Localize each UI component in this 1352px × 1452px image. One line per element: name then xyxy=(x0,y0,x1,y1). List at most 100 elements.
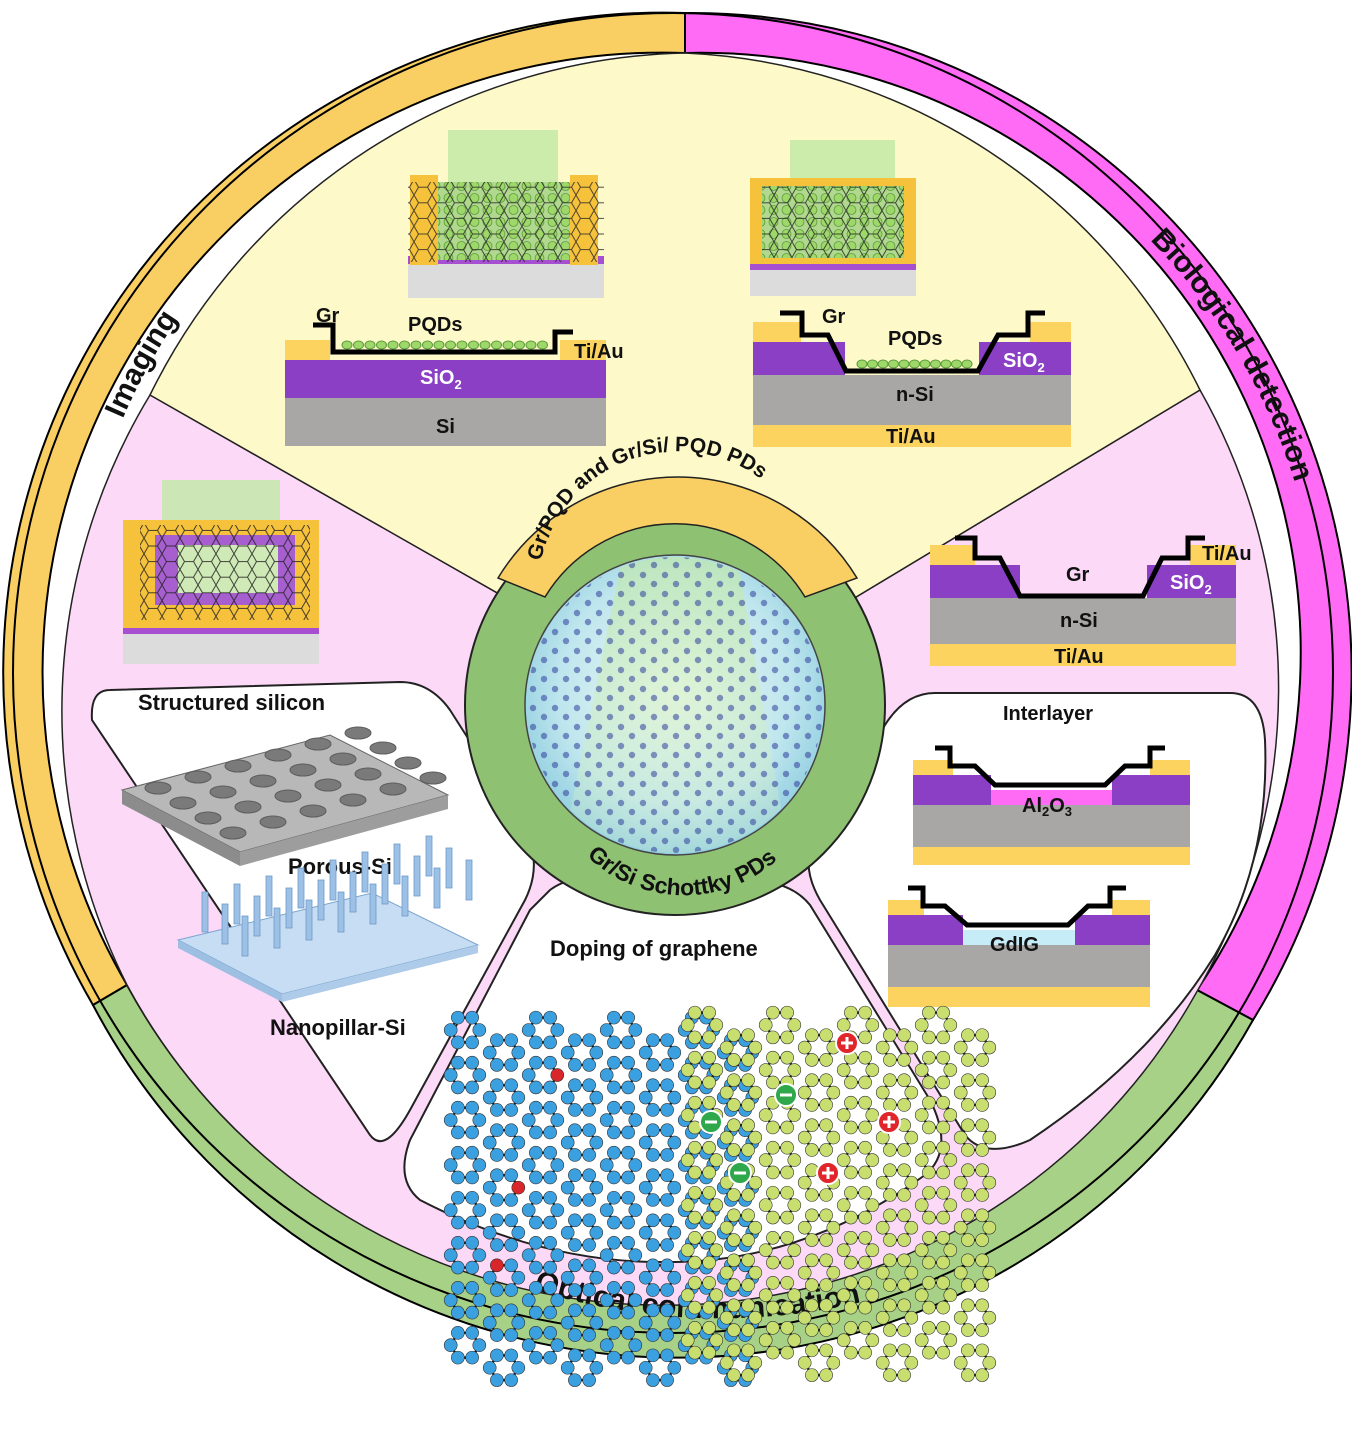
carbon-atom xyxy=(667,1315,682,1330)
carbon-atom xyxy=(961,1323,975,1337)
carbon-atom xyxy=(702,1030,716,1045)
carbon-atom xyxy=(780,1140,794,1155)
carbon-atom xyxy=(787,1243,802,1257)
carbon-atom xyxy=(975,1368,989,1382)
carbon-atom xyxy=(897,1143,911,1157)
carbon-atom xyxy=(529,1305,543,1320)
carbon-atom xyxy=(805,1323,819,1337)
carbon-atom xyxy=(582,1213,596,1228)
carbon-atom xyxy=(504,1168,518,1183)
carbon-atom xyxy=(511,1315,526,1330)
carbon-atom xyxy=(975,1323,989,1337)
carbon-atom xyxy=(914,1333,929,1348)
carbon-atom xyxy=(766,1120,780,1135)
carbon-atom xyxy=(819,1118,833,1132)
pqd-dots-right xyxy=(856,359,973,369)
carbon-atom xyxy=(543,1035,557,1050)
carbon-atom xyxy=(680,1243,695,1257)
carbon-atom xyxy=(451,1215,465,1230)
carbon-atom xyxy=(780,1050,794,1065)
carbon-atom xyxy=(582,1123,596,1137)
carbon-atom xyxy=(727,1098,741,1112)
carbon-atom xyxy=(550,1338,565,1353)
carbon-atom xyxy=(680,1153,695,1167)
carbon-atom xyxy=(543,1055,557,1070)
carbon-atom xyxy=(904,1130,919,1145)
carbon-atom xyxy=(961,1278,975,1292)
carbon-atom xyxy=(741,1073,755,1087)
carbon-atom xyxy=(975,1278,989,1292)
pore xyxy=(184,770,212,784)
doping-panel: Doping of graphene xyxy=(403,877,997,1387)
carbon-atom xyxy=(504,1258,518,1273)
carbon-atom xyxy=(646,1058,660,1072)
carbon-atom xyxy=(646,1213,660,1228)
carbon-atom xyxy=(472,1338,487,1353)
carbon-atom xyxy=(982,1265,997,1280)
carbon-atom xyxy=(550,1023,565,1037)
carbon-atom xyxy=(922,1255,936,1270)
carbon-atom xyxy=(936,1230,950,1245)
carbon-atom xyxy=(472,1293,487,1307)
carbon-atom xyxy=(680,1108,695,1122)
carbon-atom xyxy=(688,1095,702,1110)
carbon-atom xyxy=(858,1321,872,1335)
tl-gr-label: Gr xyxy=(316,305,340,327)
carbon-atom xyxy=(943,1108,958,1122)
carbon-atom xyxy=(865,1288,880,1302)
carbon-atom xyxy=(465,1010,479,1025)
carbon-atom xyxy=(451,1080,465,1095)
carbon-atom xyxy=(953,1355,968,1370)
carbon-atom xyxy=(607,1305,621,1320)
carbon-atom xyxy=(975,1028,989,1042)
plus-bar xyxy=(887,1116,891,1128)
carbon-atom xyxy=(805,1298,819,1313)
carbon-atom xyxy=(521,1158,536,1172)
carbon-atom xyxy=(607,1350,621,1365)
pore xyxy=(419,771,447,785)
carbon-atom xyxy=(858,1300,872,1315)
carbon-atom xyxy=(646,1328,660,1342)
carbon-atom xyxy=(883,1343,897,1358)
structured-silicon-panel: Structured silicon Porous-Si Nanopillar-… xyxy=(90,680,535,1143)
carbon-atom xyxy=(975,1343,989,1358)
carbon-atom xyxy=(975,1098,989,1112)
carbon-atom xyxy=(568,1348,582,1363)
carbon-atom xyxy=(667,1180,682,1195)
carbon-atom xyxy=(582,1303,596,1318)
carbon-atom xyxy=(727,1053,741,1067)
carbon-atom xyxy=(621,1260,635,1275)
carbon-atom xyxy=(660,1033,674,1047)
carbon-atom xyxy=(914,1153,929,1167)
carbon-atom xyxy=(727,1343,741,1358)
carbon-atom xyxy=(936,1185,950,1200)
carbon-atom xyxy=(904,1310,919,1325)
carbon-atom xyxy=(529,1350,543,1365)
carbon-atom xyxy=(858,1276,872,1290)
carbon-atom xyxy=(599,1068,614,1082)
carbon-atom xyxy=(922,1185,936,1200)
r-tiau-top-label: Ti/Au xyxy=(1202,543,1252,565)
carbon-atom xyxy=(826,1085,841,1100)
nanopillar xyxy=(221,903,229,945)
carbon-atom xyxy=(982,1355,997,1370)
carbon-atom xyxy=(797,1265,812,1280)
carbon-atom xyxy=(568,1193,582,1207)
carbon-atom xyxy=(490,1168,504,1183)
carbon-atom xyxy=(758,1063,773,1077)
carbon-atom xyxy=(451,1100,465,1115)
carbon-atom xyxy=(975,1298,989,1313)
carbon-atom xyxy=(560,1315,575,1330)
carbon-atom xyxy=(568,1258,582,1273)
carbon-atom xyxy=(936,1050,950,1065)
nanopillar xyxy=(381,863,389,905)
carbon-atom xyxy=(628,1068,643,1082)
carbon-atom xyxy=(758,1288,773,1302)
carbon-atom xyxy=(922,1140,936,1155)
carbon-atom xyxy=(922,1321,936,1335)
pqd-dot xyxy=(951,359,962,369)
nanopillar-si-illustration xyxy=(176,835,480,1002)
carbon-atom xyxy=(482,1135,497,1150)
carbon-atom xyxy=(883,1368,897,1382)
